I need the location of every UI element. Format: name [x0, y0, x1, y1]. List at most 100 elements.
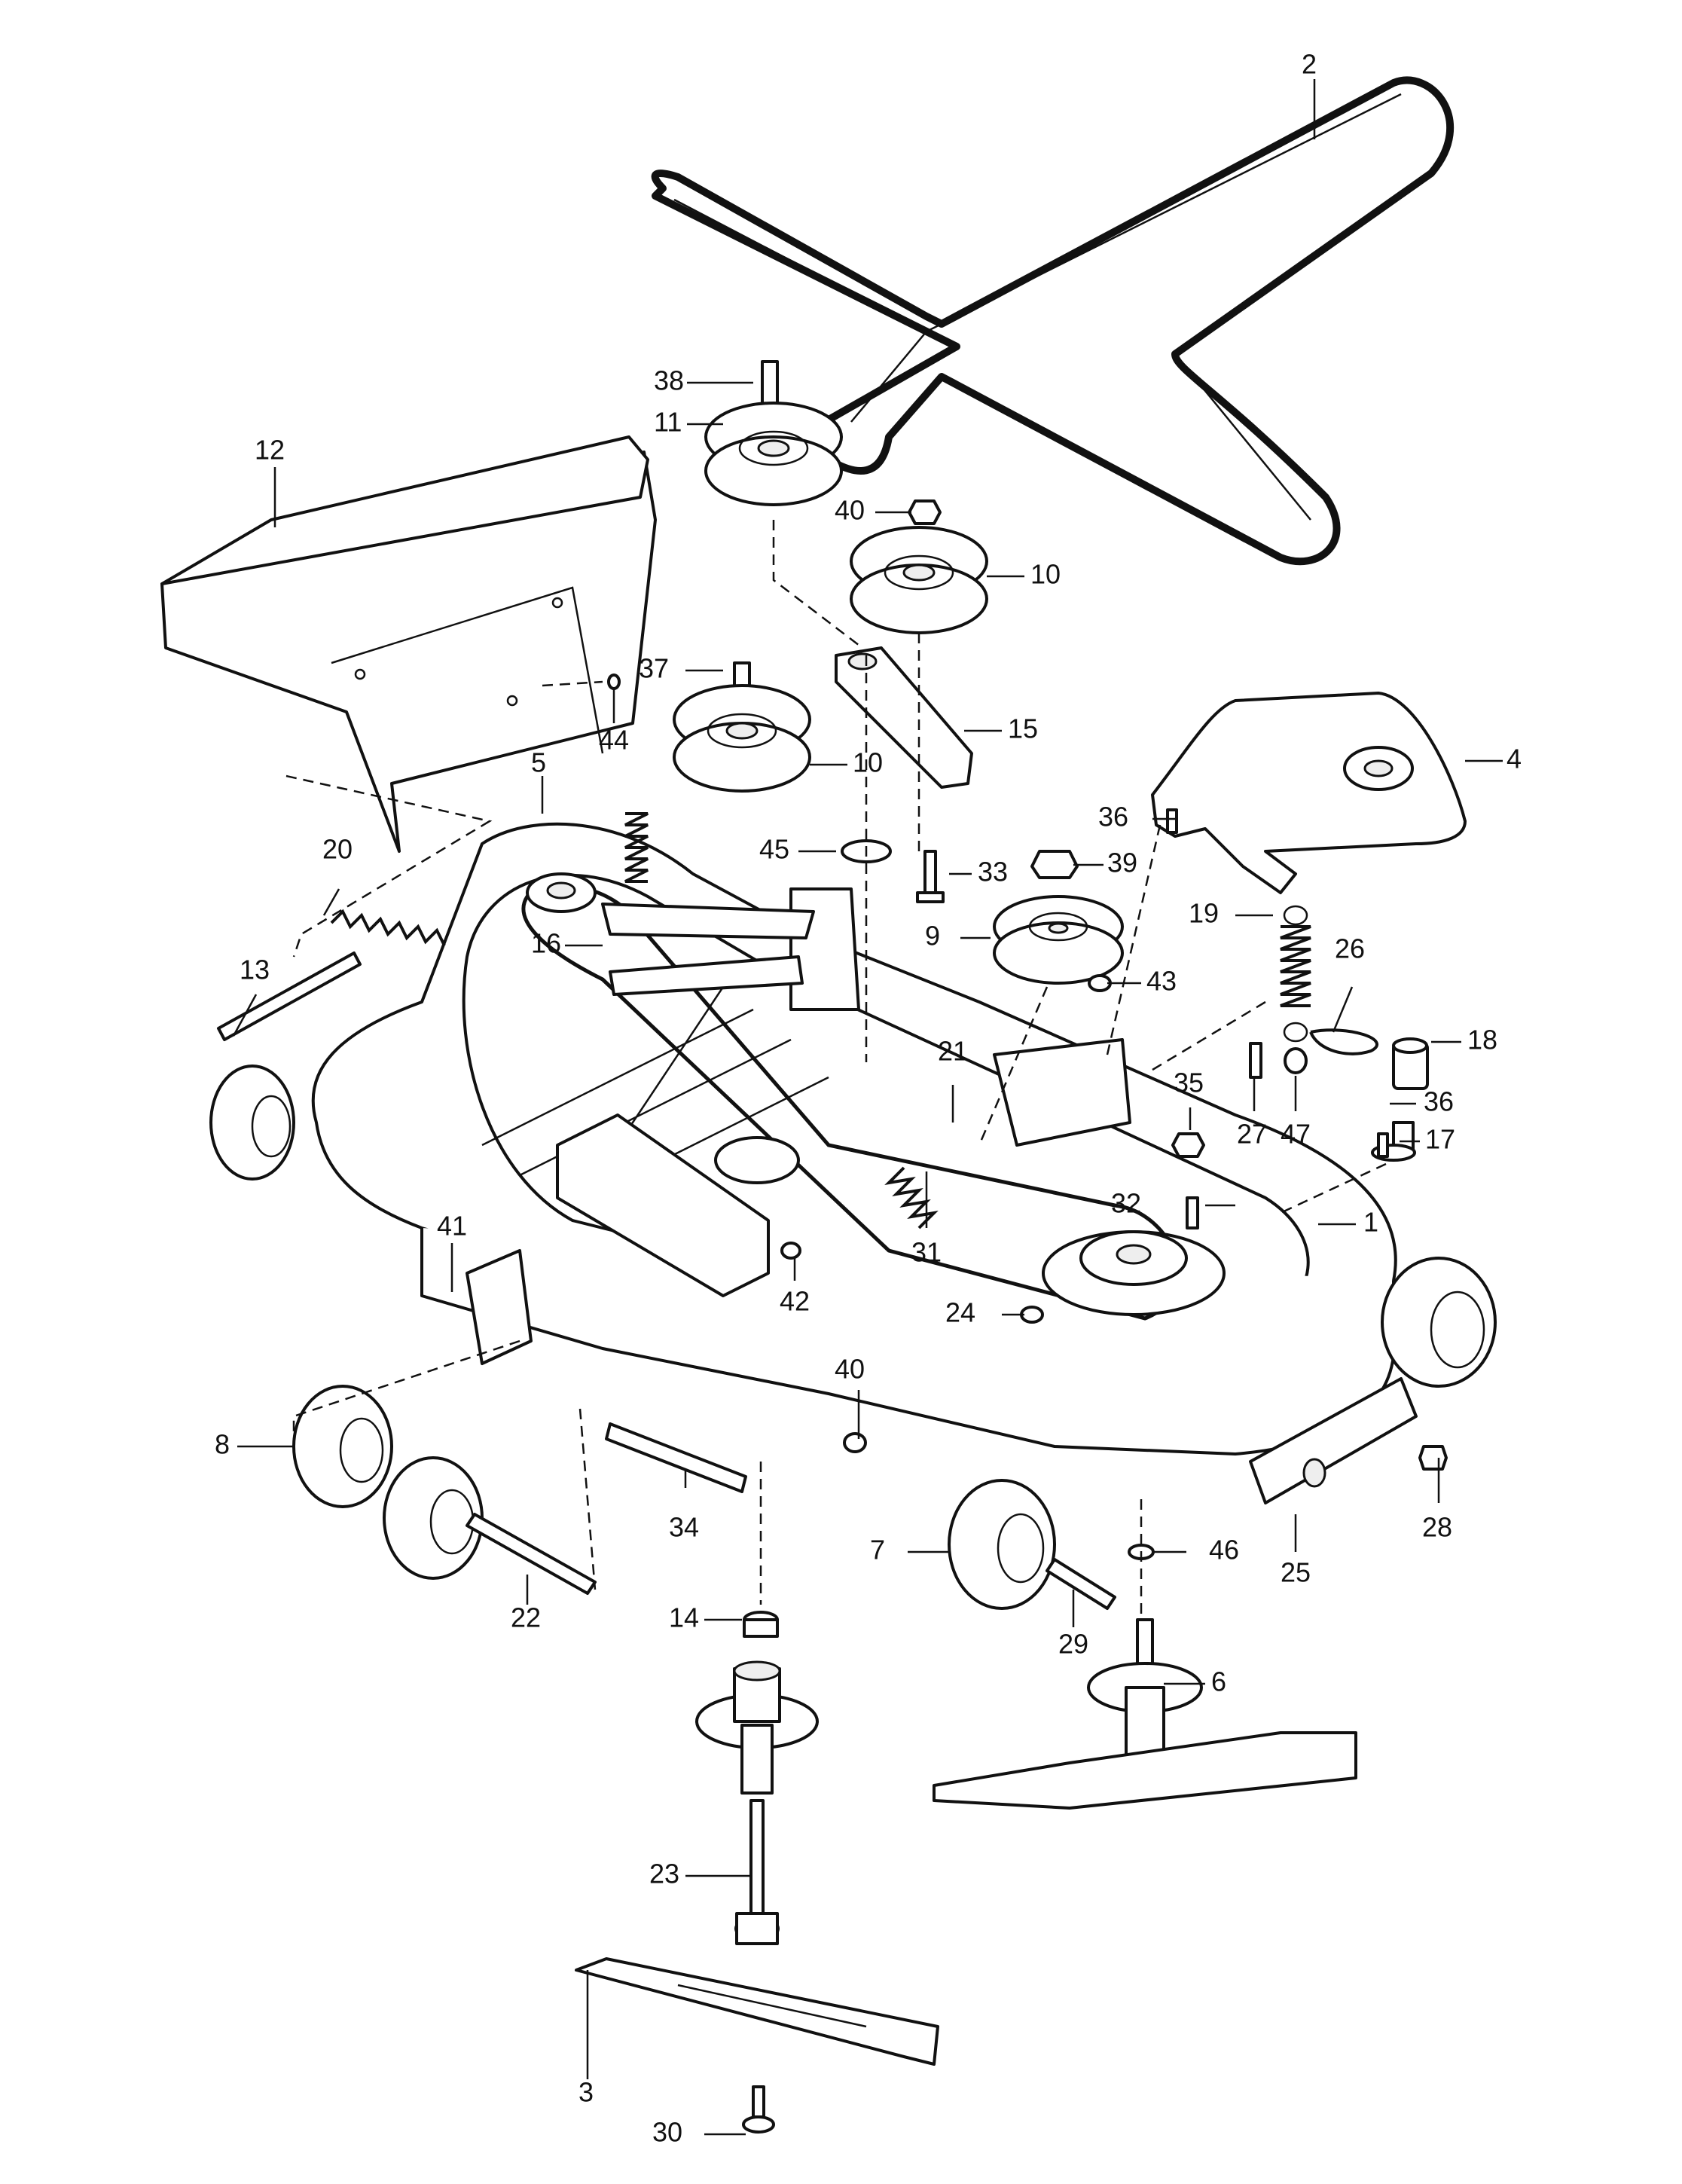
bolt-32: [1186, 1196, 1199, 1229]
washer-47: [1284, 1047, 1308, 1074]
callout-7: 7: [870, 1535, 885, 1565]
gauge-wheel-7: [948, 1479, 1056, 1610]
assembly-line: [292, 1339, 520, 1454]
belt-cover: [1151, 692, 1467, 894]
clip-44: [607, 674, 621, 690]
bolt-36-top: [1166, 808, 1178, 834]
gauge-wheel-8: [292, 1385, 484, 1580]
callout-39: 39: [1107, 848, 1137, 878]
deck-wheel-right: [1381, 1257, 1497, 1388]
callout-35: 35: [1174, 1068, 1204, 1098]
nut-43: [1088, 974, 1112, 992]
assembly-line: [542, 680, 603, 687]
callout-6: 6: [1211, 1666, 1226, 1697]
idler-pulley-11: [704, 360, 843, 506]
callout-37: 37: [639, 653, 669, 684]
spindle-pulley-9: [993, 895, 1124, 985]
callout-40: 40: [835, 495, 865, 526]
callout-40: 40: [835, 1354, 865, 1385]
deck-wheel-left: [209, 1065, 295, 1181]
callout-33: 33: [978, 857, 1008, 887]
axle-bolt-34: [605, 1422, 747, 1493]
callout-10: 10: [1030, 559, 1061, 590]
callout-15: 15: [1008, 713, 1038, 744]
nut-40-bottom: [843, 1432, 867, 1453]
hairpin-clip: [1309, 1028, 1378, 1055]
axle-bolt-29: [1046, 1558, 1116, 1610]
callout-labels: 2 38 11 40 10 12 37 10 15 44 4 36 33 39 …: [215, 49, 1522, 2148]
callout-31: 31: [911, 1237, 942, 1268]
idler-pulley-10-left: [673, 661, 811, 793]
spindle-housing-left: [695, 1660, 819, 1795]
callout-20: 20: [322, 834, 353, 865]
drive-belt: [651, 76, 1455, 566]
callout-42: 42: [780, 1286, 810, 1317]
rod-13: [217, 951, 362, 1041]
callout-1: 1: [1363, 1207, 1378, 1238]
bolt-33: [916, 850, 945, 903]
callout-44: 44: [599, 725, 629, 756]
callout-16: 16: [531, 928, 561, 959]
callout-14: 14: [669, 1602, 699, 1633]
callout-17: 17: [1425, 1124, 1455, 1155]
callout-34: 34: [669, 1512, 699, 1543]
nut-35: [1171, 1132, 1205, 1158]
mower-deck: [311, 812, 1397, 1455]
callout-32: 32: [1111, 1188, 1141, 1219]
callout-27: 27: [1237, 1119, 1267, 1150]
spring-20: [330, 909, 446, 946]
idler-pulley-10-right: [850, 526, 988, 634]
assembly-line: [1280, 1162, 1387, 1214]
spindle-shaft-23: [734, 1799, 780, 1945]
idler-arm: [835, 646, 973, 789]
front-bumper: [1249, 1377, 1418, 1504]
bracket-16: [609, 955, 804, 996]
discharge-chute: [160, 435, 657, 853]
callout-5: 5: [531, 747, 546, 778]
spindle-assembly-6: [933, 1618, 1357, 1810]
callout-12: 12: [255, 435, 285, 466]
callout-23: 23: [649, 1859, 679, 1889]
plug-24: [1020, 1306, 1044, 1324]
nut-42: [780, 1242, 801, 1260]
callout-19: 19: [1189, 898, 1219, 929]
assembly-line: [1152, 1000, 1266, 1071]
assembly-line: [578, 1408, 597, 1590]
callout-25: 25: [1281, 1557, 1311, 1588]
callout-leaders: [232, 79, 1503, 2136]
callout-11: 11: [654, 407, 682, 438]
callout-38: 38: [654, 365, 684, 396]
callout-26: 26: [1335, 933, 1365, 964]
callout-2: 2: [1302, 49, 1317, 80]
callout-28: 28: [1422, 1512, 1452, 1543]
callout-10: 10: [853, 747, 883, 778]
assembly-line: [1106, 824, 1162, 1055]
callout-8: 8: [215, 1429, 230, 1460]
nut-40-top: [908, 499, 942, 525]
assembly-line: [772, 520, 863, 649]
callout-24: 24: [945, 1297, 975, 1328]
callout-30: 30: [652, 2117, 682, 2148]
callout-9: 9: [925, 921, 940, 951]
bearing-14: [743, 1611, 779, 1638]
callout-3: 3: [578, 2077, 594, 2108]
callout-43: 43: [1146, 966, 1177, 997]
bracket-41: [466, 1249, 533, 1365]
callout-22: 22: [511, 1602, 541, 1633]
callout-46: 46: [1209, 1535, 1239, 1565]
bolt-36-right: [1377, 1132, 1389, 1158]
callout-36: 36: [1098, 802, 1128, 832]
extension-spring-19: [1280, 905, 1311, 1043]
nut-39: [1030, 850, 1079, 879]
bolt-28: [1418, 1445, 1448, 1471]
callout-45: 45: [759, 834, 789, 865]
callout-21: 21: [938, 1036, 968, 1067]
callout-41: 41: [437, 1211, 467, 1242]
assembly-line: [285, 774, 493, 958]
callout-29: 29: [1058, 1629, 1088, 1660]
callout-4: 4: [1506, 744, 1522, 774]
bushing-18: [1392, 1037, 1429, 1090]
callout-47: 47: [1281, 1119, 1311, 1150]
callout-18: 18: [1467, 1025, 1497, 1055]
pin-27: [1249, 1042, 1262, 1079]
